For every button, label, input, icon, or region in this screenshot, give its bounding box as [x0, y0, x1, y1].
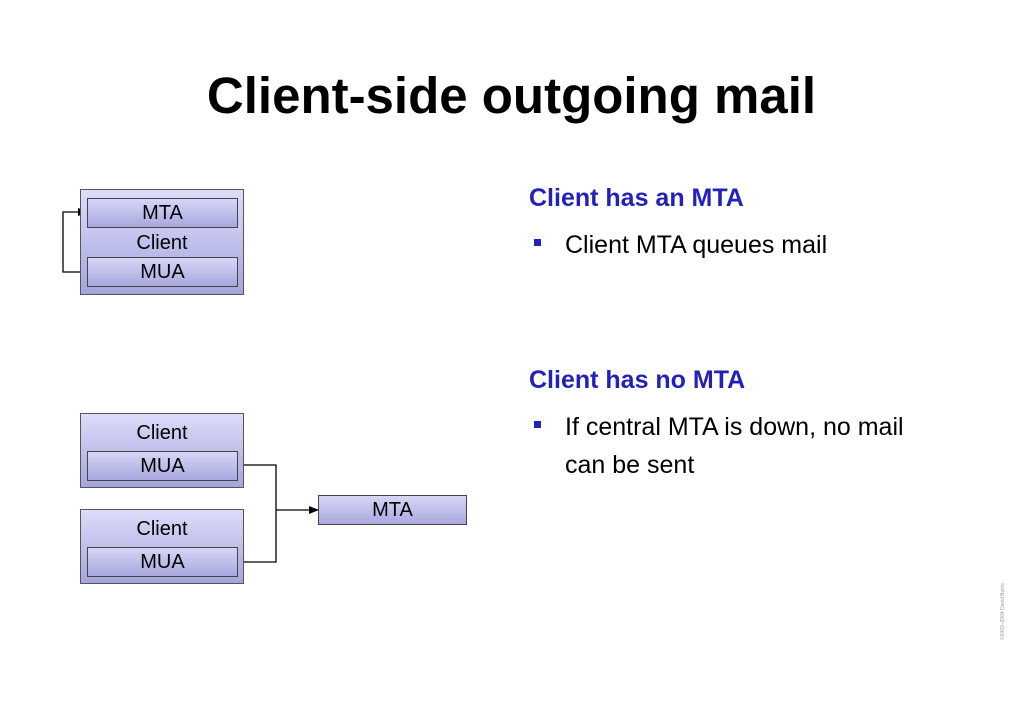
client-label: Client — [136, 232, 188, 254]
section1-heading: Client has an MTA — [529, 184, 744, 212]
page-title: Client-side outgoing mail — [206, 67, 817, 124]
client1-label: Client — [136, 422, 188, 444]
central-mta-box: MTA — [318, 495, 467, 525]
section1-bullet: Client MTA queues mail — [565, 231, 828, 259]
mua2-connector — [237, 510, 277, 563]
section1-bullet-marker — [534, 239, 541, 246]
client-mta-label: MTA — [142, 202, 183, 224]
central-mta-label: MTA — [372, 499, 413, 521]
client-mua-label: MUA — [140, 261, 185, 283]
client2-box: Client MUA — [80, 509, 244, 584]
section2-bullet-marker — [534, 421, 541, 428]
client-mta-box: MTA — [87, 198, 238, 228]
copyright-note: ©2003–2004 David Byers — [1000, 582, 1006, 640]
client-mua-box: MUA — [87, 257, 238, 287]
client2-mua-box: MUA — [87, 547, 238, 577]
client-with-mta-box: MTA Client MUA — [80, 189, 244, 295]
client1-mua-box: MUA — [87, 451, 238, 481]
client1-mua-label: MUA — [140, 455, 185, 477]
client1-box: Client MUA — [80, 413, 244, 488]
client2-mua-label: MUA — [140, 551, 185, 573]
loop-arrow — [62, 208, 88, 273]
section2-bullet: If central MTA is down, no mail can be s… — [565, 413, 904, 479]
client2-label: Client — [136, 518, 188, 540]
section2-heading: Client has no MTA — [529, 366, 746, 394]
mua1-connector — [237, 464, 277, 510]
